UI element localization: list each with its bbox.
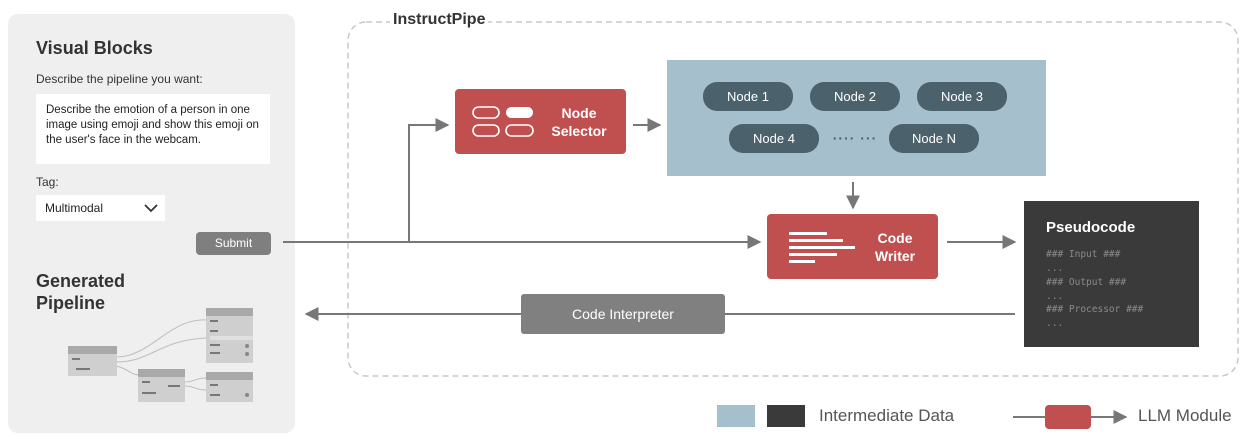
visual-blocks-title: Visual Blocks — [36, 38, 153, 58]
pseudocode-line: ... — [1046, 291, 1064, 302]
node-chip: Node 4 — [729, 124, 819, 153]
code-lines-icon — [789, 232, 855, 263]
node-chip: Node N — [889, 124, 979, 153]
node-chip: Node 2 — [810, 82, 900, 111]
legend-llm-swatch — [1045, 405, 1091, 429]
node-selector-module — [455, 89, 626, 154]
tag-select[interactable] — [36, 195, 165, 221]
toggle-pills-icon — [472, 106, 534, 137]
node-pool — [667, 60, 1046, 176]
node-chip: Node 3 — [917, 82, 1007, 111]
legend-swatch-blue — [717, 405, 755, 427]
code-writer-label: Code Writer — [874, 230, 916, 264]
prompt-text: Describe the emotion of a person in one … — [46, 104, 259, 146]
prompt-label: Describe the pipeline you want: — [36, 72, 203, 86]
generated-pipeline-title: Generated Pipeline — [36, 271, 126, 313]
visual-blocks-panel — [8, 14, 295, 433]
generated-pipeline-graph — [68, 308, 253, 402]
node-chip: Node 1 — [703, 82, 793, 111]
pseudocode-line: ... — [1046, 263, 1064, 274]
legend-intermediate-data: Intermediate Data — [819, 406, 955, 425]
chevron-down-icon[interactable] — [144, 203, 158, 213]
tag-label: Tag: — [36, 175, 59, 189]
code-interpreter-box: Code Interpreter — [521, 294, 725, 334]
node-selector-label: Node Selector — [551, 105, 607, 139]
pseudocode-line: ### Output ### — [1046, 277, 1127, 288]
instructpipe-title: InstructPipe — [390, 11, 489, 29]
nodes-ellipsis: ···· ··· — [832, 130, 878, 146]
legend-llm-module: LLM Module — [1138, 406, 1232, 425]
tag-select-value: Multimodal — [45, 201, 104, 215]
instructpipe-frame — [347, 21, 1239, 377]
pseudocode-line: ... — [1046, 318, 1064, 329]
submit-button[interactable]: Submit — [196, 232, 271, 255]
pseudocode-line: ### Input ### — [1046, 249, 1121, 260]
prompt-input[interactable] — [36, 94, 270, 164]
pseudocode-title: Pseudocode — [1046, 219, 1136, 236]
pseudocode-line: ### Processor ### — [1046, 304, 1144, 315]
pseudocode-panel — [1024, 201, 1199, 347]
legend-swatch-dark — [767, 405, 805, 427]
